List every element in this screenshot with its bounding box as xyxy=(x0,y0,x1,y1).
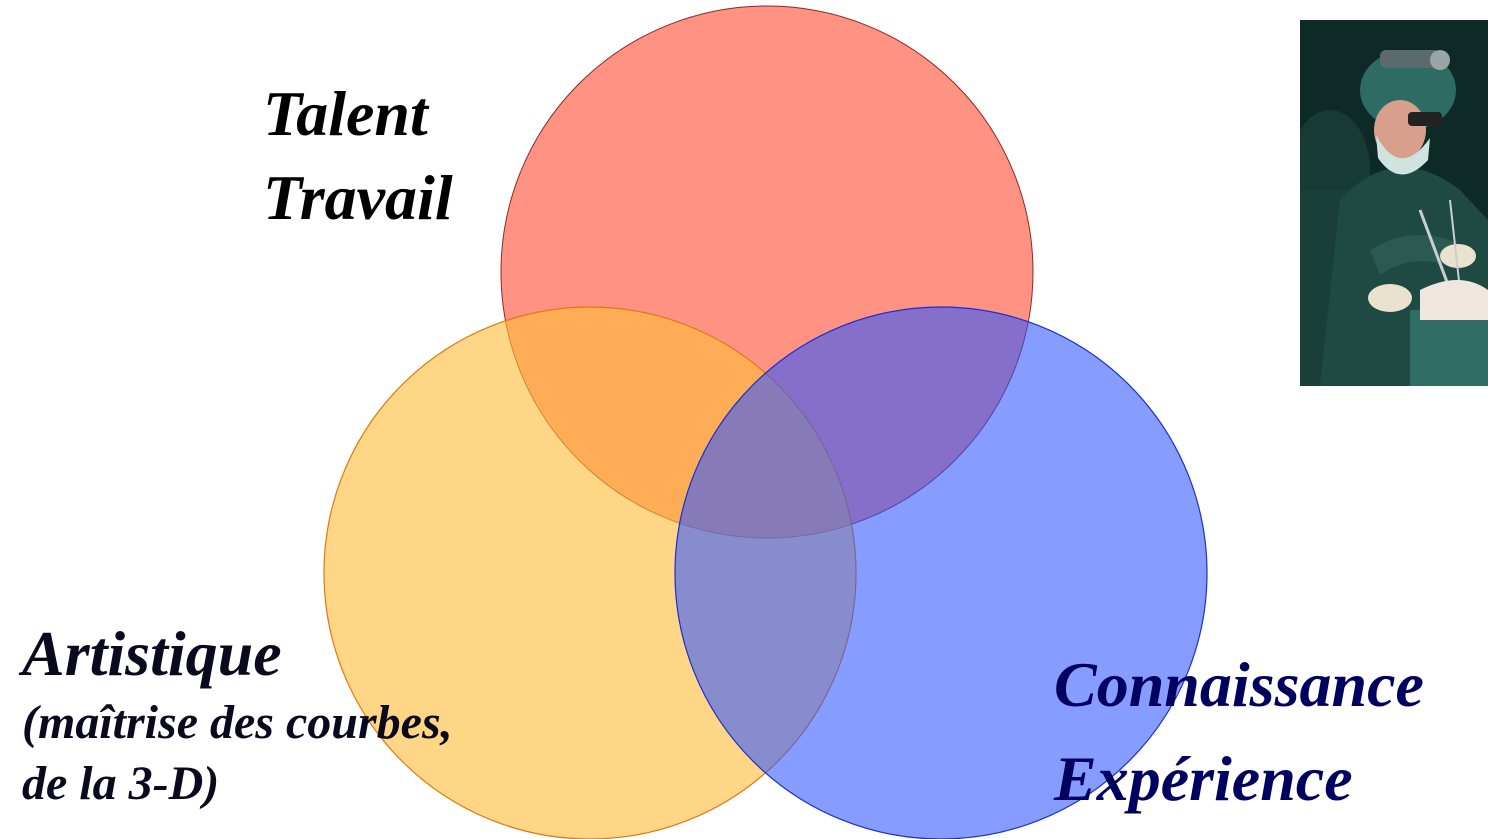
label-connaissance-experience: Connaissance Expérience xyxy=(1054,638,1424,826)
label-talent: Talent xyxy=(263,78,428,149)
label-de-la-3d: de la 3-D) xyxy=(22,757,220,810)
label-maitrise-des-courbes: (maîtrise des courbes, xyxy=(22,696,453,749)
venn-circle-connaissance xyxy=(674,306,1208,839)
label-artistique-group: Artistique (maîtrise des courbes, de la … xyxy=(22,617,453,813)
label-experience: Expérience xyxy=(1054,743,1353,814)
surgeon-photo-illustration xyxy=(1300,20,1488,386)
surgeon-photo xyxy=(1300,20,1488,386)
label-travail: Travail xyxy=(263,162,453,233)
label-talent-travail: Talent Travail xyxy=(263,72,453,240)
label-connaissance: Connaissance xyxy=(1054,649,1424,720)
label-artistique: Artistique xyxy=(22,618,282,689)
